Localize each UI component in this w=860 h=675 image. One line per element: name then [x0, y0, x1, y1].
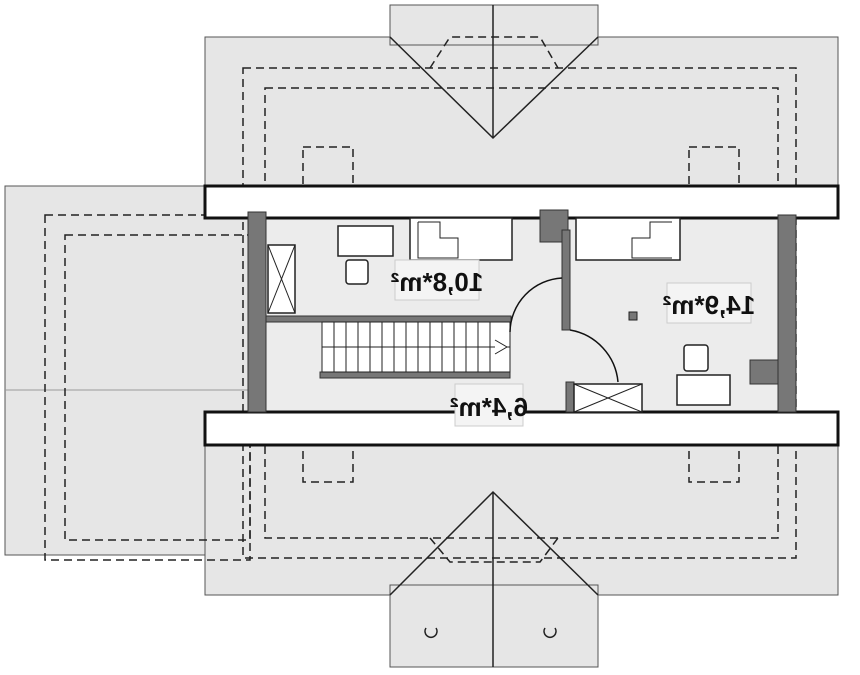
hall-area-label: 6,4*m²	[450, 383, 528, 427]
staircase	[321, 321, 511, 373]
bottom-gable	[389, 584, 599, 668]
svg-text:14,9*m²: 14,9*m²	[662, 290, 755, 320]
chimney	[628, 311, 638, 321]
room-right-area-label: 14,9*m²	[662, 282, 755, 324]
svg-text:6,4*m²: 6,4*m²	[450, 392, 528, 422]
upper-roof	[204, 36, 839, 188]
chair	[683, 344, 709, 372]
top-gable	[389, 4, 599, 46]
upper-kneewall	[203, 184, 840, 220]
bed-right	[575, 217, 681, 261]
desk	[676, 374, 731, 406]
wardrobe-left	[267, 244, 296, 314]
desk	[337, 225, 394, 257]
door-swing	[569, 329, 619, 383]
svg-text:10,8*m²: 10,8*m²	[390, 267, 483, 297]
vent-icons	[424, 627, 557, 638]
door-swing	[509, 277, 563, 333]
room-left-area-label: 10,8*m²	[390, 259, 483, 301]
chair	[345, 259, 369, 285]
bed-left	[409, 217, 513, 261]
lower-kneewall	[203, 410, 840, 447]
wardrobe-hall	[573, 383, 643, 413]
